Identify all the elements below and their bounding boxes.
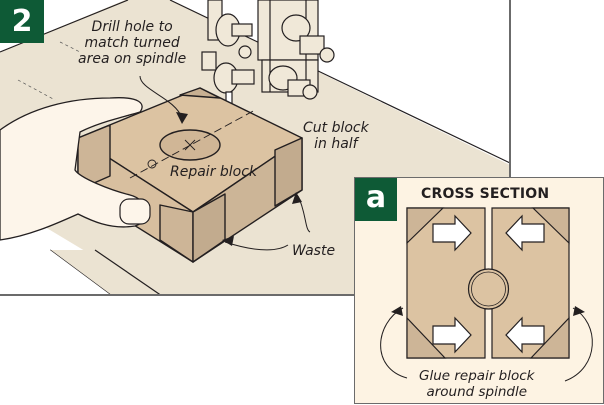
repair-block-label: Repair block — [170, 164, 258, 180]
thumbnail — [119, 198, 151, 225]
clamp-arrow-top-left — [432, 214, 472, 252]
clamp-arrow-top-right — [505, 214, 545, 252]
blade-guide-assembly — [201, 0, 335, 125]
glue-caption: Glue repair block around spindle — [419, 368, 535, 400]
hand — [0, 97, 147, 241]
spindle — [467, 268, 510, 310]
cross-section-diagram — [380, 207, 593, 382]
step-number-badge: 2 — [0, 0, 44, 43]
drill-hole-label: Drill hole to match turned area on spind… — [78, 19, 187, 67]
inset-title: CROSS SECTION — [421, 186, 550, 202]
clamp-arrow-bottom-right — [505, 316, 545, 354]
waste-label: Waste — [292, 243, 336, 259]
waste-leader-1 — [224, 241, 289, 251]
clamp-arrow-bottom-left — [432, 316, 472, 354]
cross-section-inset: a CROSS SECTION Glue repair block around… — [354, 177, 604, 404]
saw-table — [0, 0, 509, 163]
cut-block-label: Cut block in half — [303, 120, 369, 152]
inset-badge: a — [355, 178, 397, 221]
